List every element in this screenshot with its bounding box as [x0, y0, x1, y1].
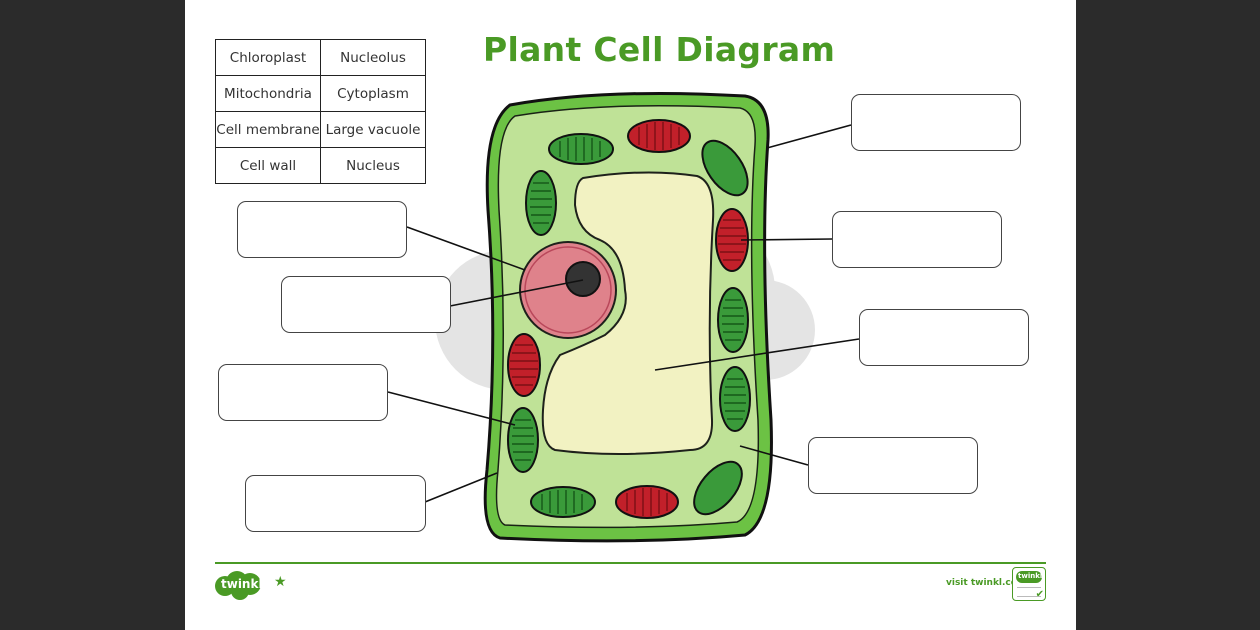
word-bank-cell: Cell wall: [215, 147, 321, 184]
answer-box[interactable]: [859, 309, 1029, 366]
leader-line: [424, 472, 498, 503]
badge-text: twinkl: [1018, 572, 1043, 580]
mitochondrion: [507, 333, 541, 397]
chloroplast-grana: [512, 137, 746, 514]
chloroplast: [717, 287, 749, 353]
chloroplast: [719, 366, 751, 432]
twinkl-logo-text: twinkl: [221, 577, 263, 591]
large-vacuole: [541, 171, 715, 455]
answer-box[interactable]: [832, 211, 1002, 268]
answer-box[interactable]: [281, 276, 451, 333]
word-bank-cell: Nucleolus: [320, 39, 426, 76]
leader-line: [654, 338, 860, 371]
leader-line: [739, 445, 809, 466]
twinkl-logo: [215, 571, 261, 600]
chloroplast: [507, 407, 539, 473]
answer-box[interactable]: [218, 364, 388, 421]
leader-line: [766, 124, 852, 149]
word-bank-table: Chloroplast Nucleolus Mitochondria Cytop…: [215, 39, 426, 184]
mitochondrion: [627, 119, 691, 153]
chloroplast: [701, 139, 749, 197]
chloroplast: [548, 133, 614, 165]
chloroplast: [525, 170, 557, 236]
word-bank-cell: Cell membrane: [215, 111, 321, 148]
answer-box[interactable]: [245, 475, 426, 532]
word-bank-cell: Mitochondria: [215, 75, 321, 112]
quality-badge-icon: twinkl ✔: [1012, 567, 1046, 601]
mitochondria: [507, 119, 749, 519]
nucleolus: [565, 261, 601, 297]
leader-line: [387, 391, 516, 426]
star-icon: ★: [274, 574, 287, 590]
mitochondria-cristae: [510, 122, 746, 516]
word-bank-cell: Nucleus: [320, 147, 426, 184]
answer-box[interactable]: [237, 201, 407, 258]
plant-cell-diagram: [387, 91, 860, 543]
visit-link[interactable]: visit twinkl.com: [946, 578, 1027, 588]
page-title: Plant Cell Diagram: [483, 30, 836, 69]
leader-line: [406, 226, 526, 271]
nuclear-envelope: [524, 246, 612, 334]
word-bank-cell: Large vacuole: [320, 111, 426, 148]
worksheet: Plant Cell Diagram Chloroplast Nucleolus…: [185, 0, 1076, 630]
footer-divider: [215, 562, 1046, 564]
answer-box[interactable]: [808, 437, 978, 494]
answer-box[interactable]: [851, 94, 1021, 151]
word-bank-cell: Chloroplast: [215, 39, 321, 76]
chloroplasts: [507, 133, 751, 518]
chloroplast: [530, 486, 596, 518]
mitochondrion: [615, 485, 679, 519]
chloroplast: [693, 460, 743, 516]
leader-lines: [387, 124, 860, 503]
leader-line: [449, 279, 584, 307]
leader-line: [740, 238, 833, 241]
